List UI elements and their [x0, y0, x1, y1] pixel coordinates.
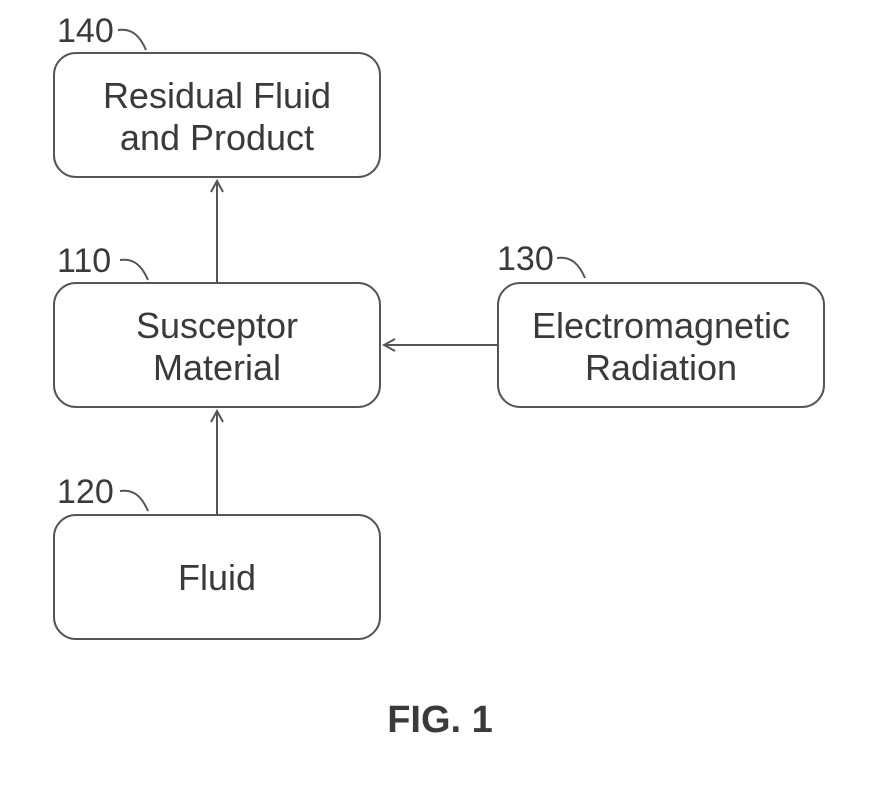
electromagnetic-radiation-block: Electromagnetic Radiation 130 — [497, 240, 824, 407]
electromagnetic-radiation-line2: Radiation — [585, 347, 737, 388]
ref-label-110: 110 — [57, 242, 111, 280]
ref-label-140: 140 — [57, 12, 114, 50]
ref-leader-110 — [120, 260, 148, 280]
residual-fluid-product-line2: and Product — [120, 117, 314, 158]
ref-leader-140 — [118, 30, 146, 50]
susceptor-material-line2: Material — [153, 347, 281, 388]
susceptor-material-line1: Susceptor — [136, 305, 298, 346]
residual-fluid-product-line1: Residual Fluid — [103, 75, 331, 116]
ref-label-130: 130 — [497, 240, 554, 278]
ref-leader-120 — [120, 491, 148, 511]
electromagnetic-radiation-line1: Electromagnetic — [532, 305, 790, 346]
residual-fluid-product-block: Residual Fluid and Product 140 — [54, 12, 380, 177]
ref-label-120: 120 — [57, 473, 114, 511]
figure-label: FIG. 1 — [387, 699, 493, 741]
fluid-line1: Fluid — [178, 557, 256, 598]
ref-leader-130 — [557, 258, 585, 278]
